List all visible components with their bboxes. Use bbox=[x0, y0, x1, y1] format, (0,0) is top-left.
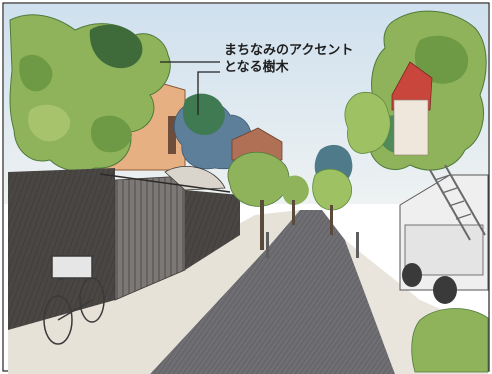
annotation-line-1: まちなみのアクセント bbox=[224, 43, 354, 58]
bicycle bbox=[43, 255, 105, 345]
right-mid-tree bbox=[344, 91, 391, 154]
left-wall bbox=[8, 165, 240, 330]
road bbox=[150, 210, 395, 374]
annotation-label: まちなみのアクセント となる樹木 bbox=[224, 42, 404, 76]
left-sidewalk bbox=[8, 210, 300, 374]
annotation-line-2: となる樹木 bbox=[224, 60, 289, 75]
street-tree-right bbox=[312, 168, 352, 235]
street-tree-left-far bbox=[282, 175, 309, 225]
shrub-right bbox=[411, 308, 489, 373]
mid-left-tree bbox=[182, 93, 225, 135]
truck bbox=[399, 164, 489, 304]
street-tree-left bbox=[227, 151, 290, 250]
bollard-left bbox=[266, 232, 269, 258]
far-house bbox=[231, 127, 283, 161]
left-tree bbox=[9, 14, 171, 172]
annotation-leader bbox=[160, 61, 220, 115]
right-house bbox=[391, 61, 433, 156]
bollard-right bbox=[356, 232, 359, 258]
